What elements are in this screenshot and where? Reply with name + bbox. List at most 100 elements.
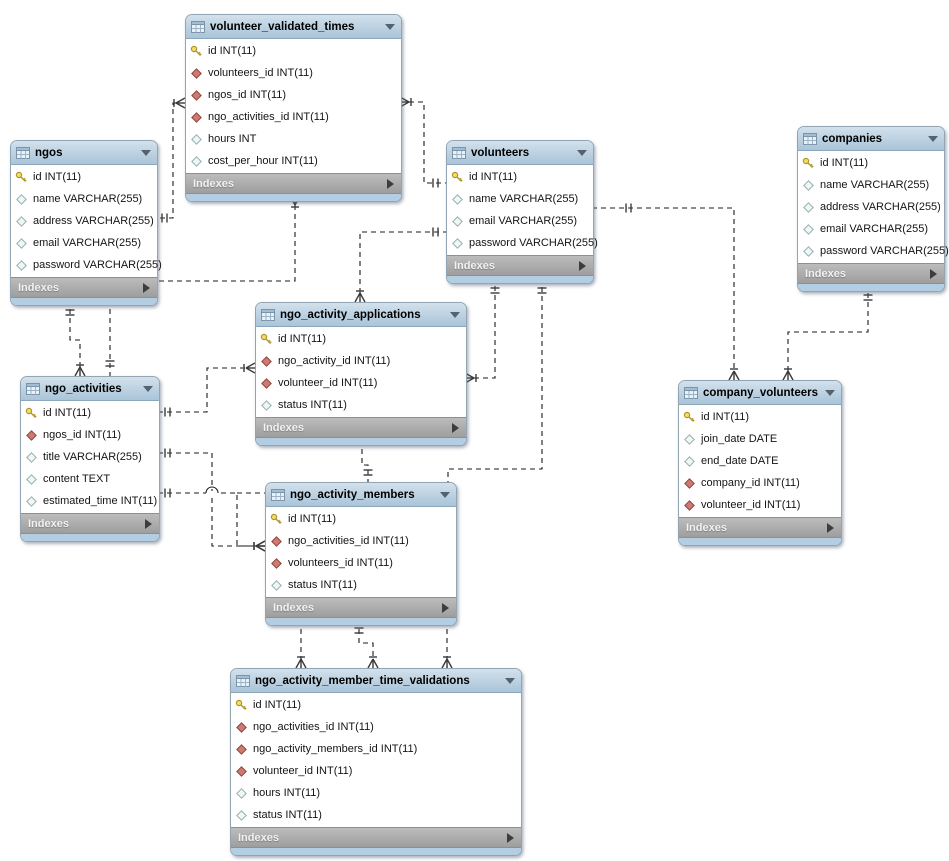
column-row-company_volunteers-4[interactable]: volunteer_id INT(11) — [679, 494, 841, 516]
relationship-line-nam-natv-mid[interactable] — [354, 620, 379, 669]
column-row-ngo_activity_applications-0[interactable]: id INT(11) — [256, 328, 466, 350]
relationship-line-companies-cv[interactable] — [782, 286, 873, 381]
relationship-line-naa-nam[interactable] — [361, 440, 373, 482]
expand-arrow-icon[interactable] — [143, 282, 150, 293]
table-header[interactable]: ngo_activities — [21, 377, 159, 401]
relationship-line-nam-natv-right[interactable] — [441, 620, 453, 669]
collapse-arrow-icon[interactable] — [440, 491, 450, 498]
table-volunteers[interactable]: volunteers id INT(11) name VARCHAR(255) … — [446, 140, 598, 284]
indexes-bar[interactable]: Indexes — [231, 827, 521, 848]
indexes-bar[interactable]: Indexes — [256, 417, 466, 438]
column-row-companies-4[interactable]: password VARCHAR(255) — [798, 240, 949, 262]
column-row-ngos-1[interactable]: name VARCHAR(255) — [11, 188, 157, 210]
table-ngos[interactable]: ngos id INT(11) name VARCHAR(255) addres… — [10, 140, 162, 306]
relationship-line-vvt-volunteers[interactable] — [399, 96, 446, 188]
collapse-arrow-icon[interactable] — [450, 311, 460, 318]
expand-arrow-icon[interactable] — [507, 832, 514, 843]
column-row-ngo_activity_applications-3[interactable]: status INT(11) — [256, 394, 466, 416]
relationship-line-naa-volunteers-top[interactable] — [354, 227, 446, 303]
column-row-volunteers-2[interactable]: email VARCHAR(255) — [447, 210, 593, 232]
column-row-ngo_activity_members-3[interactable]: status INT(11) — [266, 574, 456, 596]
table-company_volunteers[interactable]: company_volunteers id INT(11) join_date … — [678, 380, 842, 546]
column-row-ngo_activity_members-0[interactable]: id INT(11) — [266, 508, 456, 530]
expand-arrow-icon[interactable] — [452, 422, 459, 433]
table-ngo_activity_applications[interactable]: ngo_activity_applications id INT(11) ngo… — [255, 302, 467, 446]
column-row-volunteer_validated_times-5[interactable]: cost_per_hour INT(11) — [186, 150, 401, 172]
column-row-ngos-2[interactable]: address VARCHAR(255) — [11, 210, 157, 232]
table-header[interactable]: ngo_activity_applications — [256, 303, 466, 327]
expand-arrow-icon[interactable] — [827, 522, 834, 533]
column-row-company_volunteers-2[interactable]: end_date DATE — [679, 450, 841, 472]
table-volunteer_validated_times[interactable]: volunteer_validated_times id INT(11) vol… — [185, 14, 402, 202]
relationship-line-ngos-ngoact-2[interactable] — [105, 300, 115, 376]
column-row-ngo_activity_members-1[interactable]: ngo_activities_id INT(11) — [266, 530, 456, 552]
column-row-volunteer_validated_times-1[interactable]: volunteers_id INT(11) — [186, 62, 401, 84]
relationship-line-ngoact-nam-2[interactable] — [158, 486, 266, 552]
table-ngo_activities[interactable]: ngo_activities id INT(11) ngos_id INT(11… — [20, 376, 160, 542]
relationship-line-ngoact-nam-1[interactable] — [158, 448, 266, 552]
column-row-volunteer_validated_times-4[interactable]: hours INT — [186, 128, 401, 150]
column-row-ngos-3[interactable]: email VARCHAR(255) — [11, 232, 157, 254]
column-row-volunteer_validated_times-2[interactable]: ngos_id INT(11) — [186, 84, 401, 106]
relationship-line-vvt-ngos-bottom[interactable] — [156, 195, 301, 282]
indexes-bar[interactable]: Indexes — [266, 597, 456, 618]
table-ngo_activity_member_time_validations[interactable]: ngo_activity_member_time_validations id … — [230, 668, 522, 856]
indexes-bar[interactable]: Indexes — [21, 513, 159, 534]
relationship-line-volunteers-cv[interactable] — [592, 203, 740, 381]
relationship-line-ngos-ngoact-1[interactable] — [65, 300, 86, 377]
column-row-companies-3[interactable]: email VARCHAR(255) — [798, 218, 944, 240]
table-header[interactable]: ngos — [11, 141, 157, 165]
column-row-volunteers-1[interactable]: name VARCHAR(255) — [447, 188, 593, 210]
expand-arrow-icon[interactable] — [930, 268, 937, 279]
column-row-ngo_activities-3[interactable]: content TEXT — [21, 468, 159, 490]
table-header[interactable]: companies — [798, 127, 944, 151]
table-header[interactable]: ngo_activity_members — [266, 483, 456, 507]
expand-arrow-icon[interactable] — [579, 260, 586, 271]
collapse-arrow-icon[interactable] — [385, 23, 395, 30]
column-row-ngo_activity_members-2[interactable]: volunteers_id INT(11) — [266, 552, 456, 574]
expand-arrow-icon[interactable] — [387, 178, 394, 189]
column-row-ngos-0[interactable]: id INT(11) — [11, 166, 157, 188]
table-header[interactable]: volunteers — [447, 141, 593, 165]
column-row-ngo_activity_applications-1[interactable]: ngo_activity_id INT(11) — [256, 350, 466, 372]
table-companies[interactable]: companies id INT(11) name VARCHAR(255) a… — [797, 126, 949, 292]
column-row-ngo_activity_applications-2[interactable]: volunteer_id INT(11) — [256, 372, 466, 394]
indexes-bar[interactable]: Indexes — [798, 263, 944, 284]
column-row-company_volunteers-1[interactable]: join_date DATE — [679, 428, 841, 450]
table-ngo_activity_members[interactable]: ngo_activity_members id INT(11) ngo_acti… — [265, 482, 457, 626]
column-row-ngo_activity_member_time_validations-0[interactable]: id INT(11) — [231, 694, 521, 716]
relationship-line-ngoact-naa[interactable] — [158, 362, 256, 417]
relationship-line-nam-natv-left[interactable] — [295, 620, 307, 669]
column-row-ngo_activity_member_time_validations-2[interactable]: ngo_activity_members_id INT(11) — [231, 738, 521, 760]
column-row-companies-2[interactable]: address VARCHAR(255) — [798, 196, 944, 218]
table-header[interactable]: volunteer_validated_times — [186, 15, 401, 39]
indexes-bar[interactable]: Indexes — [11, 277, 157, 298]
relationship-line-vvt-ngos[interactable] — [156, 97, 186, 223]
column-row-ngos-4[interactable]: password VARCHAR(255) — [11, 254, 162, 276]
collapse-arrow-icon[interactable] — [825, 389, 835, 396]
column-row-volunteers-0[interactable]: id INT(11) — [447, 166, 593, 188]
column-row-ngo_activity_member_time_validations-4[interactable]: hours INT(11) — [231, 782, 521, 804]
column-row-ngo_activities-4[interactable]: estimated_time INT(11) — [21, 490, 159, 512]
column-row-volunteer_validated_times-3[interactable]: ngo_activities_id INT(11) — [186, 106, 401, 128]
expand-arrow-icon[interactable] — [442, 602, 449, 613]
column-row-company_volunteers-3[interactable]: company_id INT(11) — [679, 472, 841, 494]
indexes-bar[interactable]: Indexes — [447, 255, 593, 276]
column-row-volunteer_validated_times-0[interactable]: id INT(11) — [186, 40, 401, 62]
table-header[interactable]: company_volunteers — [679, 381, 841, 405]
collapse-arrow-icon[interactable] — [143, 385, 153, 392]
relationship-line-naa-volunteers-right[interactable] — [464, 278, 500, 384]
column-row-ngo_activity_member_time_validations-5[interactable]: status INT(11) — [231, 804, 521, 826]
column-row-company_volunteers-0[interactable]: id INT(11) — [679, 406, 841, 428]
indexes-bar[interactable]: Indexes — [679, 517, 841, 538]
collapse-arrow-icon[interactable] — [505, 677, 515, 684]
column-row-ngo_activities-2[interactable]: title VARCHAR(255) — [21, 446, 159, 468]
collapse-arrow-icon[interactable] — [928, 135, 938, 142]
collapse-arrow-icon[interactable] — [141, 149, 151, 156]
column-row-companies-0[interactable]: id INT(11) — [798, 152, 944, 174]
table-header[interactable]: ngo_activity_member_time_validations — [231, 669, 521, 693]
collapse-arrow-icon[interactable] — [577, 149, 587, 156]
column-row-ngo_activities-1[interactable]: ngos_id INT(11) — [21, 424, 159, 446]
relationship-line-volunteers-nam[interactable] — [447, 278, 547, 482]
column-row-ngo_activity_member_time_validations-3[interactable]: volunteer_id INT(11) — [231, 760, 521, 782]
